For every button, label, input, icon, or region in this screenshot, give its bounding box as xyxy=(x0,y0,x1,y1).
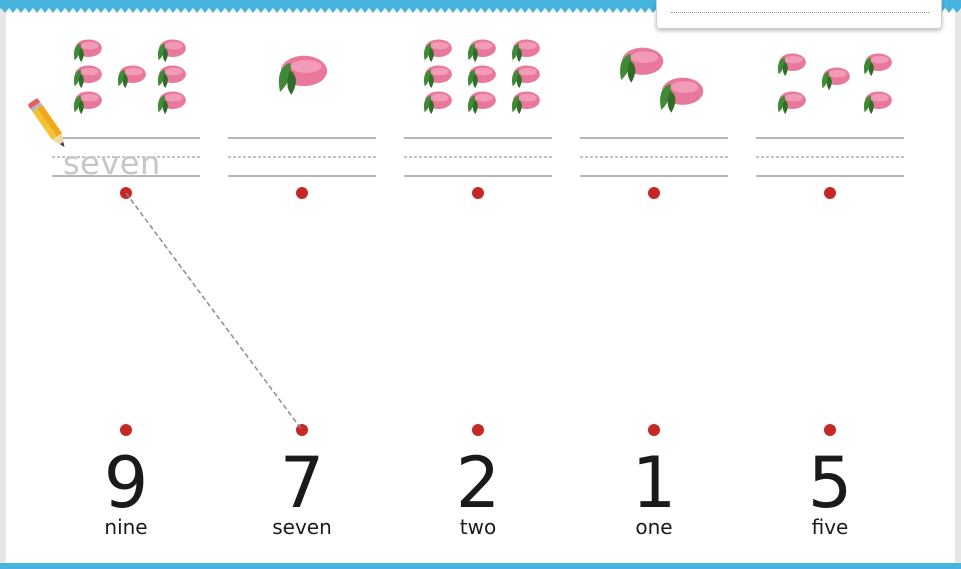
left-border xyxy=(0,0,6,569)
picture-connect-dot[interactable] xyxy=(824,187,836,199)
peach-icon xyxy=(73,39,102,63)
number-word-five: five xyxy=(811,515,849,539)
peach-icon xyxy=(511,39,540,63)
number-connect-dot[interactable] xyxy=(824,424,836,436)
number-word-seven: seven xyxy=(272,515,332,539)
peach-icon xyxy=(73,91,102,115)
answer-word-seven: seven xyxy=(63,144,161,182)
peach-icon xyxy=(157,65,186,89)
number-connect-dot[interactable] xyxy=(472,424,484,436)
connection-line xyxy=(125,192,303,431)
bottom-border xyxy=(0,563,961,569)
number-word-two: two xyxy=(459,515,497,539)
picture-connect-dot[interactable] xyxy=(472,187,484,199)
name-card[interactable] xyxy=(656,0,942,29)
number-connect-dot[interactable] xyxy=(648,424,660,436)
number-word-nine: nine xyxy=(104,515,148,539)
peach-icon xyxy=(467,39,496,63)
peach-icon xyxy=(863,53,892,77)
peach-icon xyxy=(777,91,806,115)
right-border xyxy=(955,0,961,569)
numeral-9: 9 xyxy=(103,442,149,524)
peach-icon xyxy=(660,77,704,113)
numeral-1: 1 xyxy=(631,442,677,524)
peach-icon xyxy=(423,91,452,115)
peach-icon xyxy=(467,65,496,89)
peach-icon xyxy=(157,91,186,115)
pencil-icon[interactable] xyxy=(24,90,74,160)
numeral-5: 5 xyxy=(807,442,853,524)
numeral-7: 7 xyxy=(279,442,325,524)
number-connect-dot[interactable] xyxy=(120,424,132,436)
peach-icon xyxy=(863,91,892,115)
peach-icon xyxy=(511,91,540,115)
peach-icon xyxy=(511,65,540,89)
peach-icon xyxy=(821,67,850,91)
number-word-one: one xyxy=(635,515,673,539)
peach-icon xyxy=(423,39,452,63)
name-writing-line[interactable] xyxy=(671,12,929,13)
peach-icon xyxy=(467,91,496,115)
picture-connect-dot[interactable] xyxy=(648,187,660,199)
peach-icon xyxy=(73,65,102,89)
peach-icon xyxy=(423,65,452,89)
peach-icon xyxy=(117,65,146,89)
picture-connect-dot[interactable] xyxy=(296,187,308,199)
peach-icon xyxy=(620,47,664,83)
peach-icon xyxy=(777,53,806,77)
peach-icon xyxy=(278,55,328,95)
peach-icon xyxy=(157,39,186,63)
numeral-2: 2 xyxy=(455,442,501,524)
